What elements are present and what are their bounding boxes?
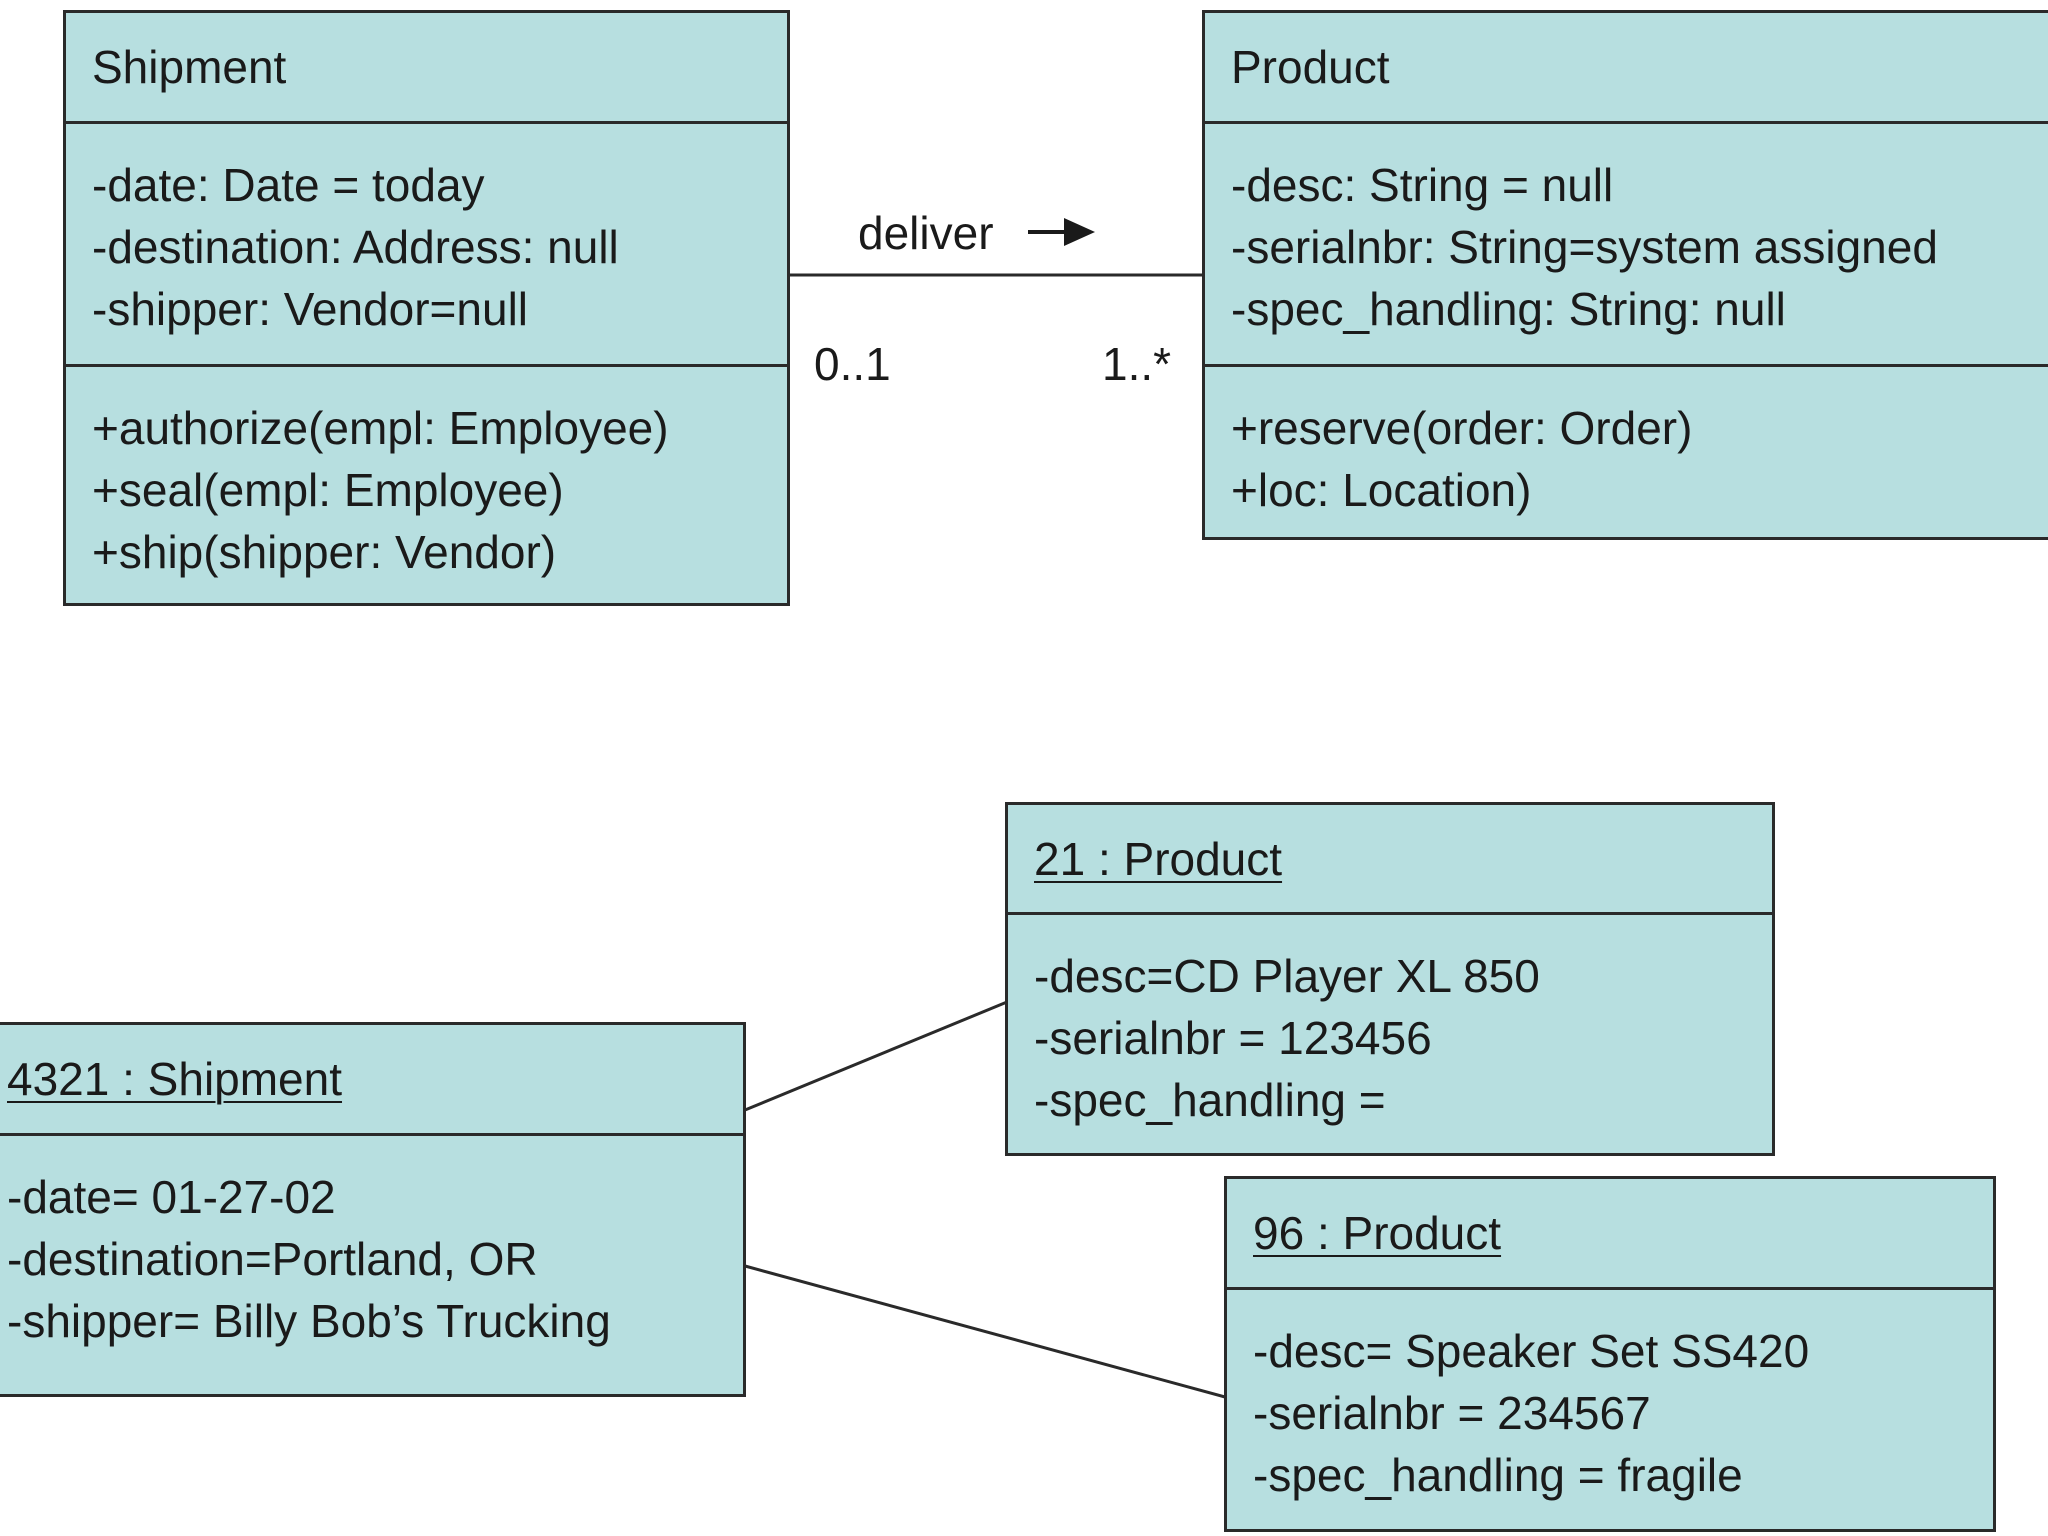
object-name: 4321 : Shipment — [7, 1053, 343, 1105]
class-name: Product — [1231, 41, 1390, 93]
object-name-compartment: 21 : Product — [1008, 805, 1772, 915]
object-name-compartment: 4321 : Shipment — [0, 1025, 743, 1136]
class-name-compartment: Product — [1205, 13, 2048, 124]
multiplicity-left: 0..1 — [814, 338, 891, 390]
attribute: -destination=Portland, OR — [7, 1233, 538, 1285]
operation: +loc: Location) — [1231, 464, 1532, 516]
attribute: -desc=CD Player XL 850 — [1034, 950, 1540, 1002]
attribute: -shipper: Vendor=null — [92, 283, 529, 335]
attribute: -destination: Address: null — [92, 221, 619, 273]
object-name-compartment: 96 : Product — [1227, 1179, 1993, 1290]
attribute: -serialnbr: String=system assigned — [1231, 221, 1938, 273]
link-shipment-to-product-96 — [744, 1264, 1226, 1399]
product-21-object-box: 21 : Product -desc=CD Player XL 850 -ser… — [1005, 802, 1775, 1156]
attribute: -spec_handling: String: null — [1231, 283, 1786, 335]
operation: +authorize(empl: Employee) — [92, 402, 669, 454]
attributes-compartment: -desc= Speaker Set SS420 -serialnbr = 23… — [1227, 1290, 1993, 1506]
association-label: deliver — [858, 207, 994, 259]
link-shipment-to-product-21 — [744, 1000, 1008, 1112]
attributes-compartment: -date= 01-27-02 -destination=Portland, O… — [0, 1136, 743, 1352]
operations-compartment: +reserve(order: Order) +loc: Location) — [1205, 367, 2048, 521]
shipment-class-box: Shipment -date: Date = today -destinatio… — [63, 10, 790, 606]
attribute: -date: Date = today — [92, 159, 485, 211]
operation: +seal(empl: Employee) — [92, 464, 564, 516]
product-class-box: Product -desc: String = null -serialnbr:… — [1202, 10, 2048, 540]
attribute: -date= 01-27-02 — [7, 1171, 336, 1223]
class-name-compartment: Shipment — [66, 13, 787, 124]
attribute: -shipper= Billy Bob’s Trucking — [7, 1295, 611, 1347]
operation: +reserve(order: Order) — [1231, 402, 1693, 454]
attribute: -spec_handling = fragile — [1253, 1449, 1743, 1501]
attribute: -desc: String = null — [1231, 159, 1614, 211]
shipment-4321-object-box: 4321 : Shipment -date= 01-27-02 -destina… — [0, 1022, 746, 1397]
attributes-compartment: -desc: String = null -serialnbr: String=… — [1205, 124, 2048, 367]
attribute: -serialnbr = 234567 — [1253, 1387, 1651, 1439]
attribute: -spec_handling = — [1034, 1074, 1386, 1126]
object-name: 96 : Product — [1253, 1207, 1502, 1259]
attributes-compartment: -desc=CD Player XL 850 -serialnbr = 1234… — [1008, 915, 1772, 1131]
attribute: -serialnbr = 123456 — [1034, 1012, 1432, 1064]
product-96-object-box: 96 : Product -desc= Speaker Set SS420 -s… — [1224, 1176, 1996, 1532]
object-name: 21 : Product — [1034, 832, 1283, 885]
direction-arrow-icon — [1028, 218, 1095, 246]
operation: +ship(shipper: Vendor) — [92, 526, 557, 578]
class-name: Shipment — [92, 41, 287, 93]
attributes-compartment: -date: Date = today -destination: Addres… — [66, 124, 787, 367]
multiplicity-right: 1..* — [1102, 338, 1172, 390]
operations-compartment: +authorize(empl: Employee) +seal(empl: E… — [66, 367, 787, 583]
attribute: -desc= Speaker Set SS420 — [1253, 1325, 1810, 1377]
